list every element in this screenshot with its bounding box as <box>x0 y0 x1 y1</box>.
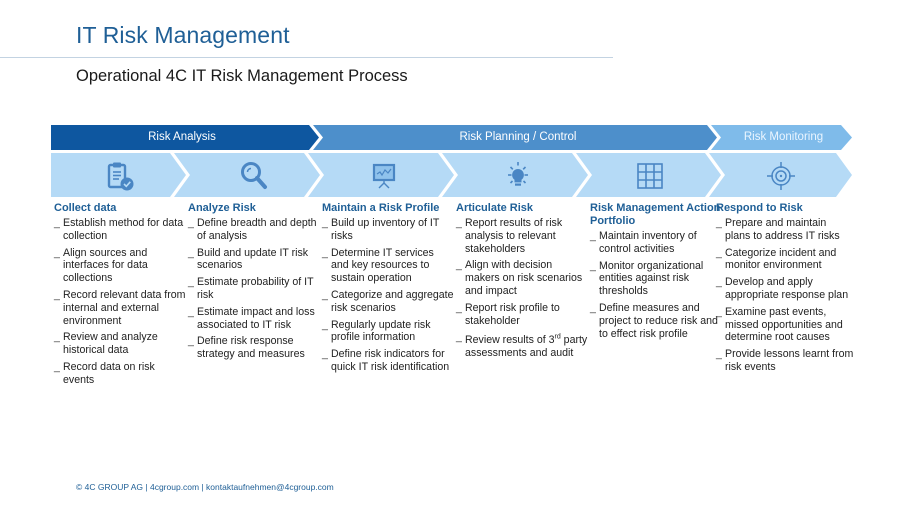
list-item: _Build up inventory of IT risks <box>322 217 440 242</box>
clipboard-check-icon <box>107 162 134 191</box>
list-item: _Maintain inventory of control activitie… <box>590 230 697 255</box>
step-item-list: _Establish method for data collection _A… <box>54 217 186 387</box>
presentation-chart-icon <box>372 163 396 189</box>
list-item: _Define breadth and depth of analysis <box>188 217 317 242</box>
list-item: _Align sources and interfaces for data c… <box>54 246 148 285</box>
list-item: _Review results of 3rd party assessments… <box>456 331 588 359</box>
step-column-maintain-risk-profile: Maintain a Risk Profile _Build up invent… <box>322 202 454 378</box>
step-title: Collect data <box>54 202 117 214</box>
list-item: _Record relevant data from internal and … <box>54 288 186 327</box>
list-item: _Categorize and aggregate risk scenarios <box>322 288 454 314</box>
step-title: Articulate Risk <box>456 202 534 214</box>
step-item-list: _Build up inventory of IT risks _Determi… <box>322 217 454 374</box>
phase-label-monitoring: Risk Monitoring <box>743 131 824 143</box>
list-item: _Report results of risk analysis to rele… <box>456 217 563 255</box>
list-item: _Define measures and project to reduce r… <box>590 301 718 340</box>
phase-chevron-analysis <box>51 125 319 150</box>
phase-label-planning: Risk Planning / Control <box>459 131 577 143</box>
step-column-respond-to-risk: Respond to Risk _Prepare and maintain pl… <box>716 202 854 378</box>
list-item: _Define risk indicators for quick IT ris… <box>322 348 450 373</box>
step-title: Analyze Risk <box>188 202 256 214</box>
step-column-risk-management-action-portfolio: Risk Management Action Portfolio _Mainta… <box>590 202 722 344</box>
page-title: IT Risk Management <box>76 22 290 48</box>
list-item: _Define risk response strategy and measu… <box>188 335 305 361</box>
step-item-list: _Define breadth and depth of analysis _B… <box>188 217 320 361</box>
list-item: _Regularly update risk profile informati… <box>322 318 431 344</box>
footer-contact: © 4C GROUP AG | 4cgroup.com | kontaktauf… <box>76 482 334 492</box>
list-item: _Report risk profile to stakeholder <box>456 301 560 327</box>
list-item: _Estimate probability of IT risk <box>188 276 314 301</box>
lightbulb-icon <box>508 162 528 186</box>
phase-label-analysis: Risk Analysis <box>148 131 216 143</box>
list-item: _Record data on risk events <box>54 360 155 386</box>
step-title: Risk Management Action Portfolio <box>590 202 721 227</box>
phase-chevron-monitoring <box>711 125 852 150</box>
list-item: _Provide lessons learnt from risk events <box>716 348 854 373</box>
list-item: _Review and analyze historical data <box>54 331 158 357</box>
step-chevron-2 <box>174 153 320 197</box>
list-item: _Prepare and maintain plans to address I… <box>716 217 840 242</box>
grid-icon <box>637 163 663 189</box>
list-item: _Establish method for data collection <box>54 217 184 242</box>
step-column-collect-data: Collect data _Establish method for data … <box>54 202 186 391</box>
step-column-articulate-risk: Articulate Risk _Report results of risk … <box>456 202 588 364</box>
list-item: _Develop and apply appropriate response … <box>716 276 849 301</box>
list-item: _Examine past events, missed opportuniti… <box>716 305 843 344</box>
list-item: _Estimate impact and loss associated to … <box>188 305 315 331</box>
title-divider <box>0 57 613 58</box>
step-item-list: _Maintain inventory of control activitie… <box>590 230 722 340</box>
page-subtitle: Operational 4C IT Risk Management Proces… <box>76 67 408 85</box>
list-item: _Build and update IT risk scenarios <box>188 246 309 272</box>
list-item: _Categorize incident and monitor environ… <box>716 246 837 272</box>
step-chevron-5 <box>576 153 721 197</box>
step-item-list: _Prepare and maintain plans to address I… <box>716 217 854 374</box>
list-item: _Align with decision makers on risk scen… <box>456 259 583 297</box>
magnifier-icon <box>241 162 267 189</box>
step-column-analyze-risk: Analyze Risk _Define breadth and depth o… <box>188 202 320 365</box>
list-item: _Determine IT services and key resources… <box>322 246 434 285</box>
target-crosshair-icon <box>767 162 795 190</box>
step-item-list: _Report results of risk analysis to rele… <box>456 217 588 360</box>
list-item: _Monitor organizational entities against… <box>590 259 704 298</box>
step-title: Maintain a Risk Profile <box>322 202 440 214</box>
step-title: Respond to Risk <box>716 202 803 214</box>
phase-chevron-planning <box>313 125 717 150</box>
